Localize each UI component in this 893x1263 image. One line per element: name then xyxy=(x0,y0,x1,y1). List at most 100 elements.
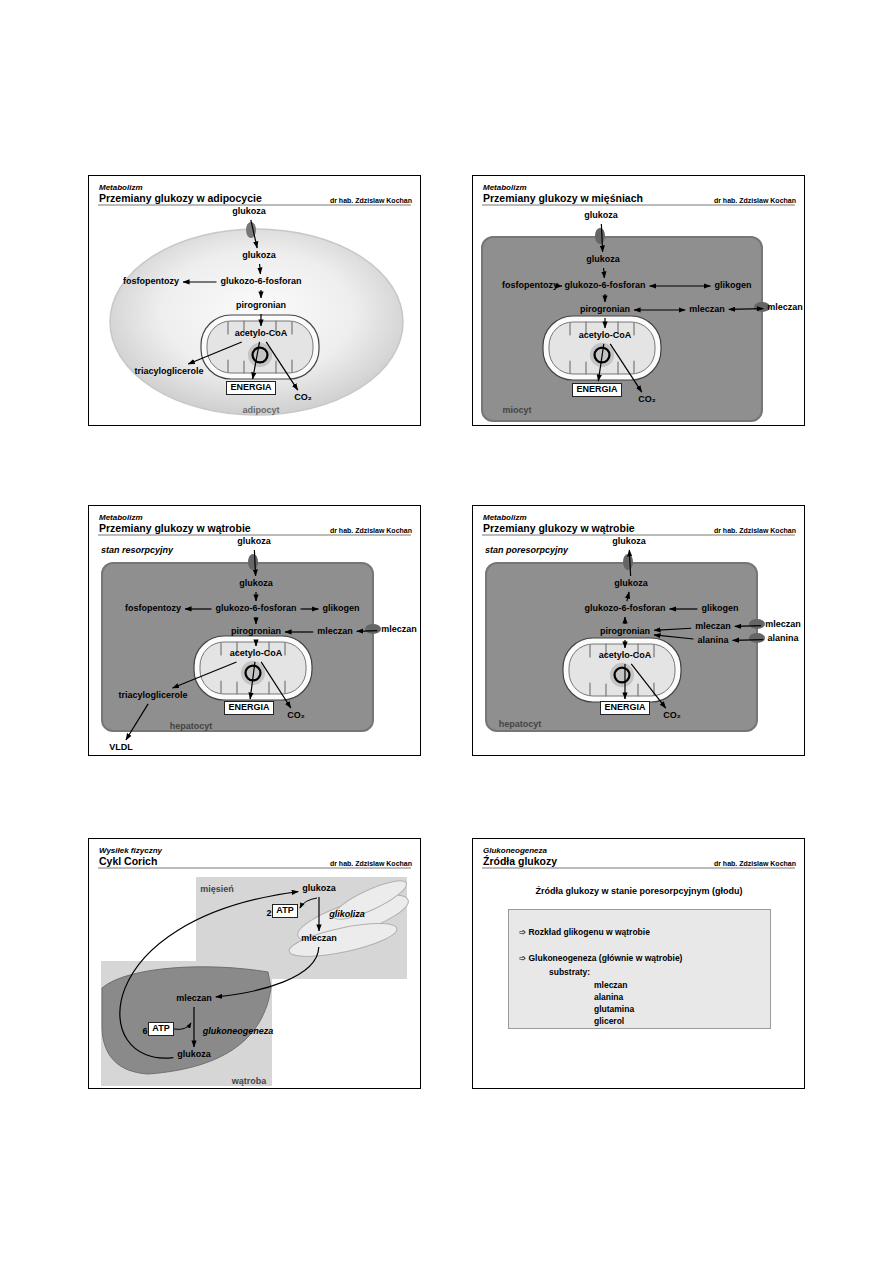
text-wrap: miocyt xyxy=(502,399,531,417)
energy-box: ENERGIA xyxy=(600,701,649,715)
slide-title: Źródła glukozy xyxy=(483,855,557,867)
text-wrap: Przemiany glukozy w wątrobie xyxy=(483,518,635,536)
text-wrap: Przemiany glukozy w wątrobie xyxy=(99,518,251,536)
pathway-arrow xyxy=(729,308,763,310)
text-wrap: glicerol xyxy=(594,1010,624,1028)
pathway-arrow xyxy=(254,550,255,576)
pathway-arrow xyxy=(650,285,711,286)
slide-art xyxy=(482,205,795,380)
metabolite-label: pirogronian xyxy=(578,304,632,316)
metabolite-label: glukoza xyxy=(300,883,338,895)
pathway-arrow xyxy=(193,1007,194,1047)
pathway-arrow xyxy=(627,592,629,601)
annotation: glikoliza xyxy=(329,909,365,919)
metabolite-label: glukozo-6-fosforan xyxy=(219,276,304,288)
pathway-arrow xyxy=(301,608,319,609)
text-wrap: glutamina xyxy=(594,998,634,1016)
node-text: pirogronian xyxy=(231,626,281,636)
annotation: stan resorpcyjny xyxy=(101,545,173,555)
text-wrap: hepatocyt xyxy=(499,713,542,731)
metabolite-label: triacyloglicerole xyxy=(116,690,189,702)
pathway-arrow xyxy=(735,625,761,627)
metabolite-label: acetylo-CoA xyxy=(228,648,285,660)
pathway-arrow xyxy=(654,628,691,630)
panel-text: glutamina xyxy=(594,1004,634,1014)
pathway-arrow xyxy=(188,342,242,364)
pathway-arrow xyxy=(259,264,261,274)
node-text: glukoza xyxy=(586,254,620,264)
slide-title: Cykl Corich xyxy=(99,855,157,867)
node-text: triacyloglicerole xyxy=(134,366,203,376)
node-text: glukozo-6-fosforan xyxy=(216,603,297,613)
metabolite-label: mleczan xyxy=(174,993,214,1005)
pathway-arrow xyxy=(251,220,257,248)
node-text: mleczan xyxy=(176,993,212,1003)
text-wrap: dr hab. Zdzislaw Kochan xyxy=(714,519,796,537)
node-text: alanina xyxy=(697,635,728,645)
node-text: glukozo-6-fosforan xyxy=(585,603,666,613)
text-wrap: glikoliza xyxy=(329,903,365,921)
node-text: glukoza xyxy=(302,883,336,893)
text-wrap: alanina xyxy=(594,986,623,1004)
metabolite-label: CO₂ xyxy=(636,394,658,406)
metabolite-label: mleczan xyxy=(315,626,355,638)
metabolite-label: glukoza xyxy=(610,536,648,548)
text-wrap: ➩ Rozkład glikogenu w wątrobie xyxy=(519,921,650,939)
text-wrap: Cykl Corich xyxy=(99,851,157,869)
metabolite-label: acetylo-CoA xyxy=(597,650,654,662)
slide-author: dr hab. Zdzislaw Kochan xyxy=(714,527,796,534)
node-text: mleczan xyxy=(767,302,803,312)
pathway-arrow xyxy=(126,704,148,740)
metabolite-label: glikogen xyxy=(320,603,361,615)
metabolite-label: mleczan xyxy=(765,302,805,314)
slide-author: dr hab. Zdzislaw Kochan xyxy=(714,197,796,204)
metabolite-label: acetylo-CoA xyxy=(577,330,634,342)
node-text: acetylo-CoA xyxy=(579,330,632,340)
panel-text: substraty: xyxy=(549,967,590,977)
text-wrap: Metabolizm xyxy=(483,506,527,524)
text-panel: ➩ Rozkład glikogenu w wątrobie➩ Glukoneo… xyxy=(508,909,771,1029)
pathway-arrow xyxy=(185,608,212,609)
node-text: mleczan xyxy=(301,933,337,943)
text-wrap: 6 xyxy=(142,1020,147,1038)
text-wrap: substraty: xyxy=(549,961,590,979)
energy-box: ATP xyxy=(272,904,297,918)
node-text: CO₂ xyxy=(287,710,305,720)
text-wrap: dr hab. Zdzislaw Kochan xyxy=(330,519,412,537)
pathway-arrow xyxy=(624,640,625,648)
metabolite-label: VLDL xyxy=(107,742,135,754)
pathway-arrow xyxy=(561,285,563,286)
pathway-arrow xyxy=(216,947,319,997)
node-text: CO₂ xyxy=(294,392,312,402)
text-wrap: Wysiłek fizyczny xyxy=(99,839,162,857)
metabolite-label: fosfopentozy xyxy=(121,276,181,288)
slide-title: Przemiany glukozy w adipocycie xyxy=(99,192,262,204)
metabolite-label: glukoza xyxy=(612,578,650,590)
text-wrap: hepatocyt xyxy=(170,715,213,733)
node-text: acetylo-CoA xyxy=(599,650,652,660)
annotation: stan poresorpcyjny xyxy=(485,545,568,555)
node-text: pirogronian xyxy=(236,300,286,310)
pathway-arrow xyxy=(604,318,605,328)
metabolite-label: alanina xyxy=(695,635,730,647)
node-text: fosfopentozy xyxy=(502,280,558,290)
metabolite-label: glukoza xyxy=(235,536,273,548)
shape-label: hepatocyt xyxy=(499,719,542,729)
slide-author: dr hab. Zdzislaw Kochan xyxy=(714,860,796,867)
text-wrap: 2 xyxy=(266,902,271,920)
text-wrap: mleczan xyxy=(594,974,628,992)
slide-category: Metabolizm xyxy=(99,513,143,522)
node-text: ENERGIA xyxy=(228,702,269,712)
annotation: 6 xyxy=(142,1026,147,1036)
pathway-arrow xyxy=(266,342,298,390)
metabolite-label: CO₂ xyxy=(661,710,683,722)
pathway-arrow xyxy=(624,617,625,624)
metabolite-label: pirogronian xyxy=(229,626,283,638)
metabolite-label: pirogronian xyxy=(598,626,652,638)
pathway-arrow xyxy=(624,664,625,699)
metabolite-label: fosfopentozy xyxy=(123,603,183,615)
node-text: mleczan xyxy=(317,626,353,636)
pathway-arrow xyxy=(250,662,255,699)
node-text: fosfopentozy xyxy=(123,276,179,286)
node-text: glikogen xyxy=(701,603,738,613)
